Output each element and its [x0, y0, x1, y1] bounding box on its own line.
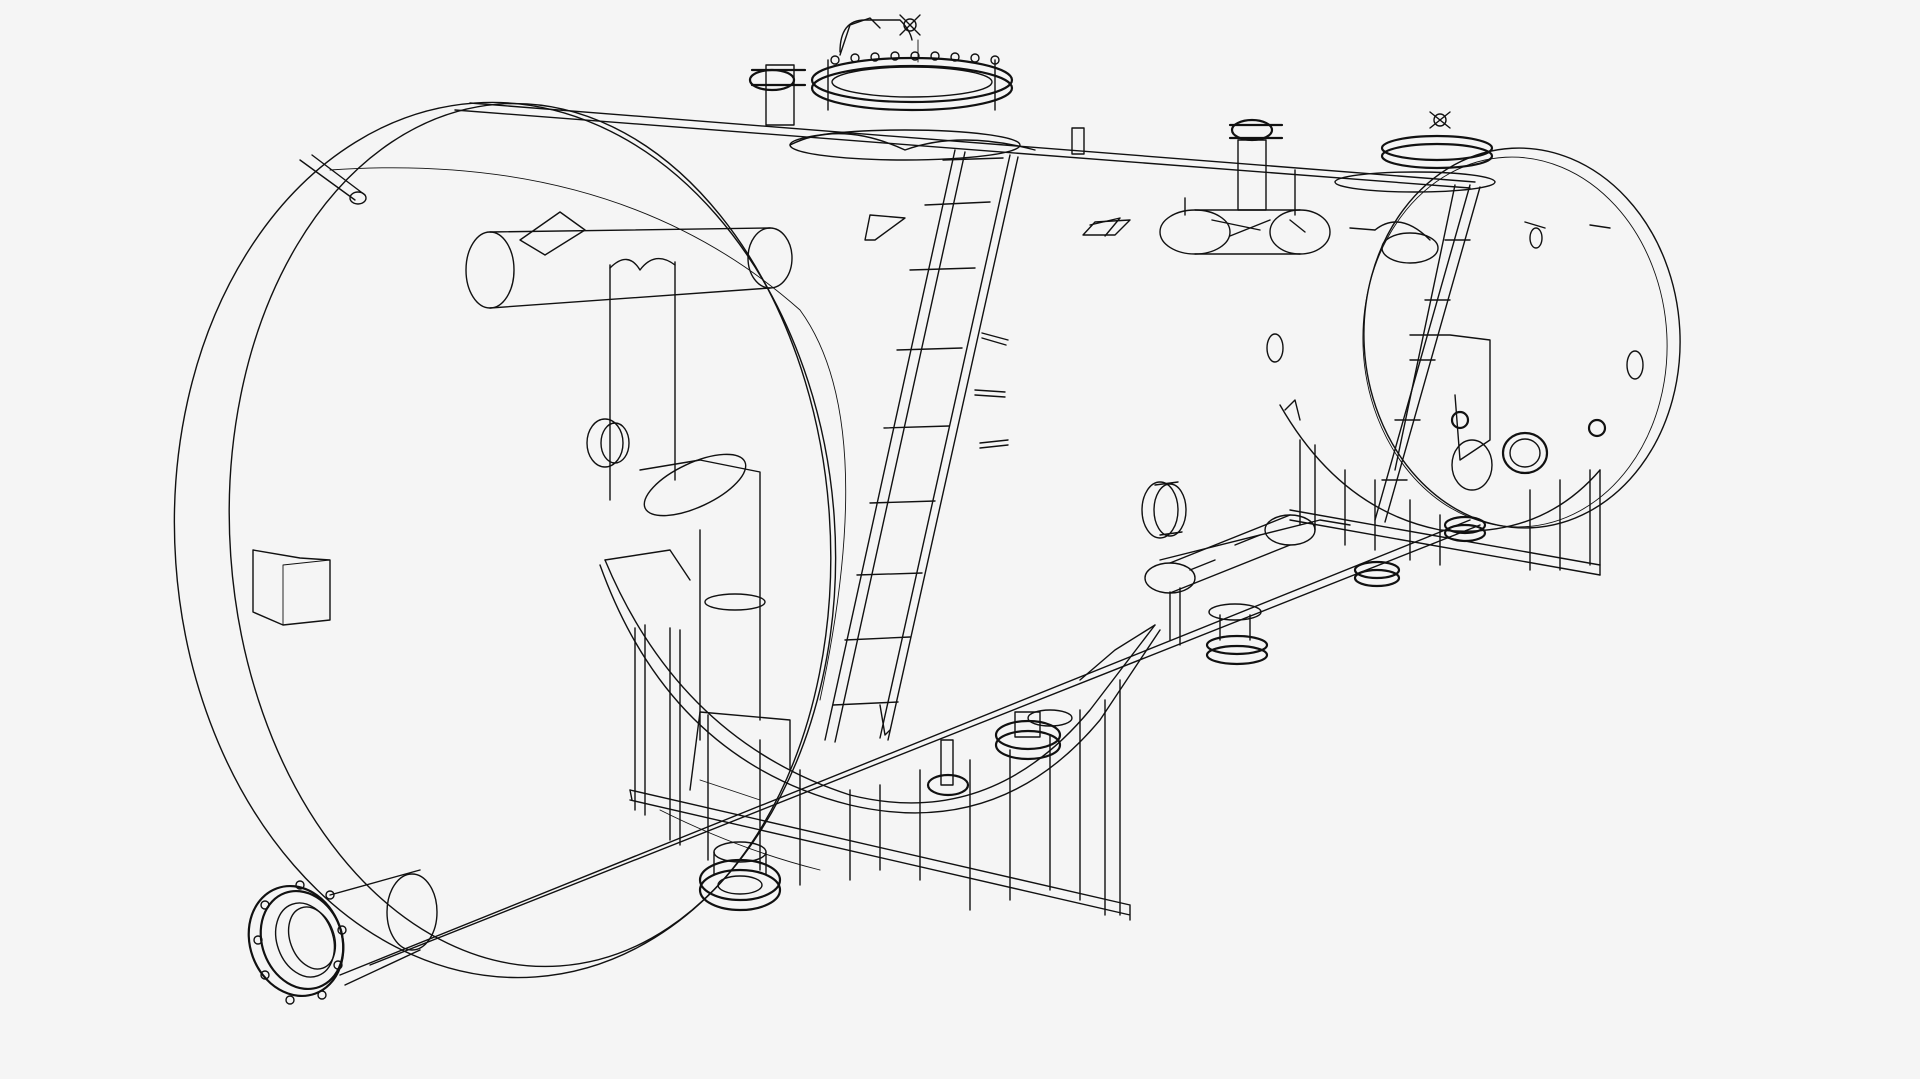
top-rear-nozzle — [1089, 123, 1331, 255]
small-nozzles — [974, 127, 1131, 449]
rear-saddle — [1159, 399, 1601, 576]
nameplate-box — [252, 549, 331, 626]
internal-pipe — [299, 154, 793, 741]
front-bottom-flange — [698, 841, 782, 912]
front-outlet-flange — [247, 869, 438, 998]
front-saddle — [599, 549, 1161, 921]
far-flange — [748, 68, 1274, 142]
bottom-nozzles — [926, 515, 1487, 797]
top-manway — [750, 14, 1036, 161]
access-ladder — [824, 149, 1019, 743]
side-platform — [1144, 514, 1316, 646]
vessel-shell — [173, 101, 1681, 979]
right-head-nozzles — [1266, 221, 1644, 475]
mid-nozzle — [1141, 481, 1187, 539]
right-manway — [1334, 111, 1496, 264]
bolt-details — [253, 51, 1000, 1005]
right-ladder — [1374, 184, 1493, 523]
